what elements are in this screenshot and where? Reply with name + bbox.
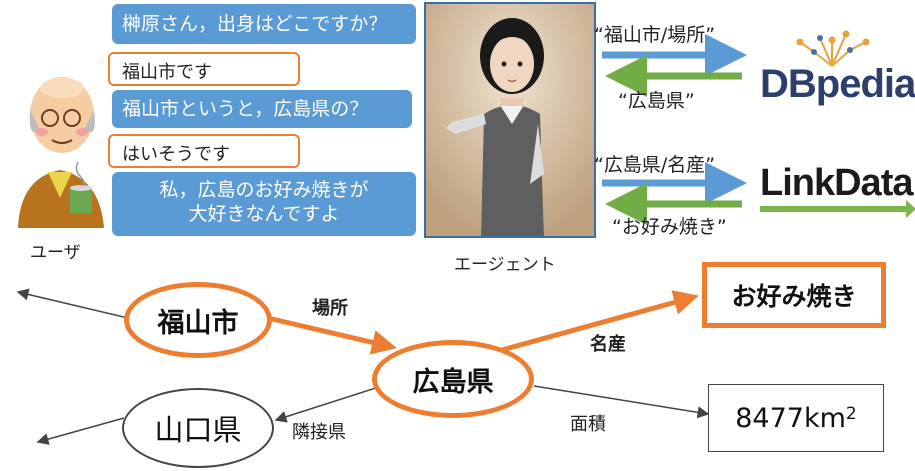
agent-question-1: 榊原さん，出身はどこですか？: [112, 4, 416, 44]
node-yamaguchi: 山口県: [122, 388, 274, 468]
linkdata-underline-tip: [906, 200, 915, 218]
linkdata-response-label: “お好み焼き”: [612, 216, 727, 238]
dbpedia-response-label: “広島県”: [618, 90, 695, 112]
edge-label-area: 面積: [570, 414, 606, 435]
agent-image: [424, 2, 596, 238]
node-fukuyama: 福山市: [124, 282, 272, 358]
edge-label-location: 場所: [312, 298, 348, 319]
user-label: ユーザ: [30, 243, 81, 263]
edge-area: [533, 385, 710, 419]
agent-statement-line-1: 私，広島のお好み焼きが: [159, 179, 369, 201]
user-avatar: [10, 70, 110, 230]
node-area-value-label: 8477km: [735, 402, 846, 434]
node-okonomiyaki: お好み焼き: [702, 262, 886, 328]
linkdata-underline: [760, 206, 908, 212]
agent-question-2: 福山市というと，広島県の？: [112, 90, 412, 128]
node-area-value-superscript: 2: [845, 404, 857, 424]
linkdata-logo-text: LinkData: [760, 162, 913, 204]
user-answer-2: はいそうです: [108, 134, 300, 168]
agent-label: エージェント: [454, 255, 556, 275]
node-okonomiyaki-label: お好み焼き: [731, 282, 857, 311]
dbpedia-logo: DBpedia: [752, 20, 915, 120]
edge-neighbor: [274, 385, 383, 423]
node-fukuyama-label: 福山市: [157, 307, 239, 339]
linkdata-logo: LinkData: [760, 162, 915, 218]
node-hiroshima: 広島県: [372, 340, 534, 418]
user-answer-1: 福山市です: [108, 52, 300, 86]
dbpedia-logo-text: DBpedia: [760, 62, 915, 106]
edge-label-neighbor: 隣接県: [292, 422, 346, 443]
linkdata-request-label: “広島県/名産”: [594, 154, 716, 176]
dbpedia-request-label: “福山市/場所”: [594, 24, 716, 46]
edge-location: [267, 315, 397, 355]
node-yamaguchi-label: 山口県: [154, 413, 242, 447]
edge-label-specialty: 名産: [590, 334, 626, 355]
edge-specialty: [501, 290, 699, 353]
agent-statement-line-2: 大好きなんですよ: [188, 203, 340, 225]
agent-statement: 私，広島のお好み焼きが 大好きなんですよ: [112, 172, 416, 236]
edge-yamaguchi-left: [36, 417, 125, 445]
node-hiroshima-label: 広島県: [412, 366, 494, 398]
edge-fukuyama-left: [16, 288, 129, 319]
